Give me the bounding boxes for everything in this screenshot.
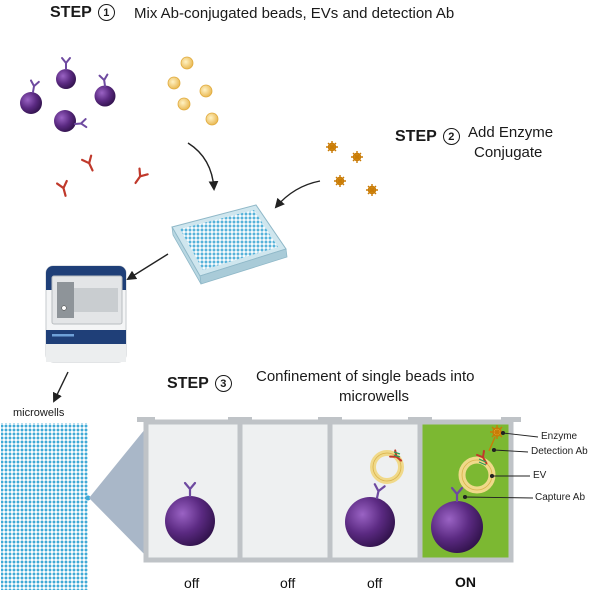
enzyme-icon bbox=[326, 141, 338, 153]
extracellular-vesicles bbox=[167, 56, 219, 126]
arrow-icon bbox=[274, 180, 321, 209]
well-4-bead bbox=[431, 486, 483, 553]
bead-icon bbox=[20, 79, 42, 114]
step-3-text-line1: Confinement of single beads into bbox=[256, 368, 475, 385]
reader-instrument-icon bbox=[45, 265, 127, 363]
antibody-icon bbox=[80, 154, 94, 172]
well-2-state: off bbox=[280, 575, 296, 591]
well-4-state: ON bbox=[455, 574, 476, 590]
antibody-icon bbox=[55, 179, 68, 197]
bead-icon bbox=[94, 73, 116, 107]
arrows bbox=[52, 142, 321, 403]
microwells-label: microwells bbox=[13, 407, 65, 419]
step-2-word: STEP bbox=[395, 128, 437, 145]
step-1-number: 1 bbox=[97, 4, 115, 22]
ev-icon bbox=[177, 97, 191, 111]
well-3-bead bbox=[345, 483, 395, 547]
detection-antibodies bbox=[55, 154, 149, 197]
enzyme-icon bbox=[366, 184, 378, 196]
ev-icon bbox=[199, 84, 213, 98]
well-3-state: off bbox=[367, 575, 383, 591]
step-1-header: STEP 1 bbox=[50, 4, 115, 22]
beads-with-capture-ab bbox=[20, 57, 116, 132]
callout-capture-ab: Capture Ab bbox=[535, 492, 586, 503]
step-3-word: STEP bbox=[167, 375, 209, 392]
well-1-state: off bbox=[184, 575, 200, 591]
callout-detection-ab: Detection Ab bbox=[531, 446, 588, 457]
bead-icon bbox=[56, 57, 76, 89]
step-2-text-line2: Conjugate bbox=[474, 144, 543, 161]
step-2-number: 2 bbox=[442, 128, 460, 146]
microwell-array bbox=[1, 423, 91, 590]
ev-icon bbox=[180, 56, 194, 70]
well-plate-icon bbox=[171, 204, 288, 285]
step-3-header: STEP 3 bbox=[167, 375, 232, 393]
ev-icon bbox=[205, 112, 219, 126]
enzyme-conjugates bbox=[326, 141, 378, 196]
step-1-word: STEP bbox=[50, 4, 92, 21]
step-1-text: Mix Ab-conjugated beads, EVs and detecti… bbox=[134, 5, 455, 22]
ev-icon bbox=[167, 76, 181, 90]
enzyme-icon bbox=[490, 425, 504, 439]
step-3-number: 3 bbox=[214, 375, 232, 393]
arrow-icon bbox=[126, 253, 169, 281]
bead-icon bbox=[54, 110, 88, 132]
enzyme-icon bbox=[334, 175, 346, 187]
well-1-bead bbox=[165, 481, 215, 546]
callout-enzyme: Enzyme bbox=[541, 431, 578, 442]
wells-cross-section bbox=[137, 417, 521, 563]
arrow-icon bbox=[52, 371, 69, 403]
callout-ev: EV bbox=[533, 470, 547, 481]
enzyme-icon bbox=[351, 151, 363, 163]
step-2-header: STEP 2 bbox=[395, 128, 460, 146]
zoom-wedge bbox=[89, 423, 150, 560]
antibody-icon bbox=[134, 167, 149, 185]
well-3-ev-complex bbox=[370, 449, 404, 484]
step-3-text-line2: microwells bbox=[339, 388, 410, 405]
step-2-text-line1: Add Enzyme bbox=[468, 124, 554, 141]
arrow-icon bbox=[187, 142, 219, 191]
callout-leaders bbox=[462, 430, 539, 500]
